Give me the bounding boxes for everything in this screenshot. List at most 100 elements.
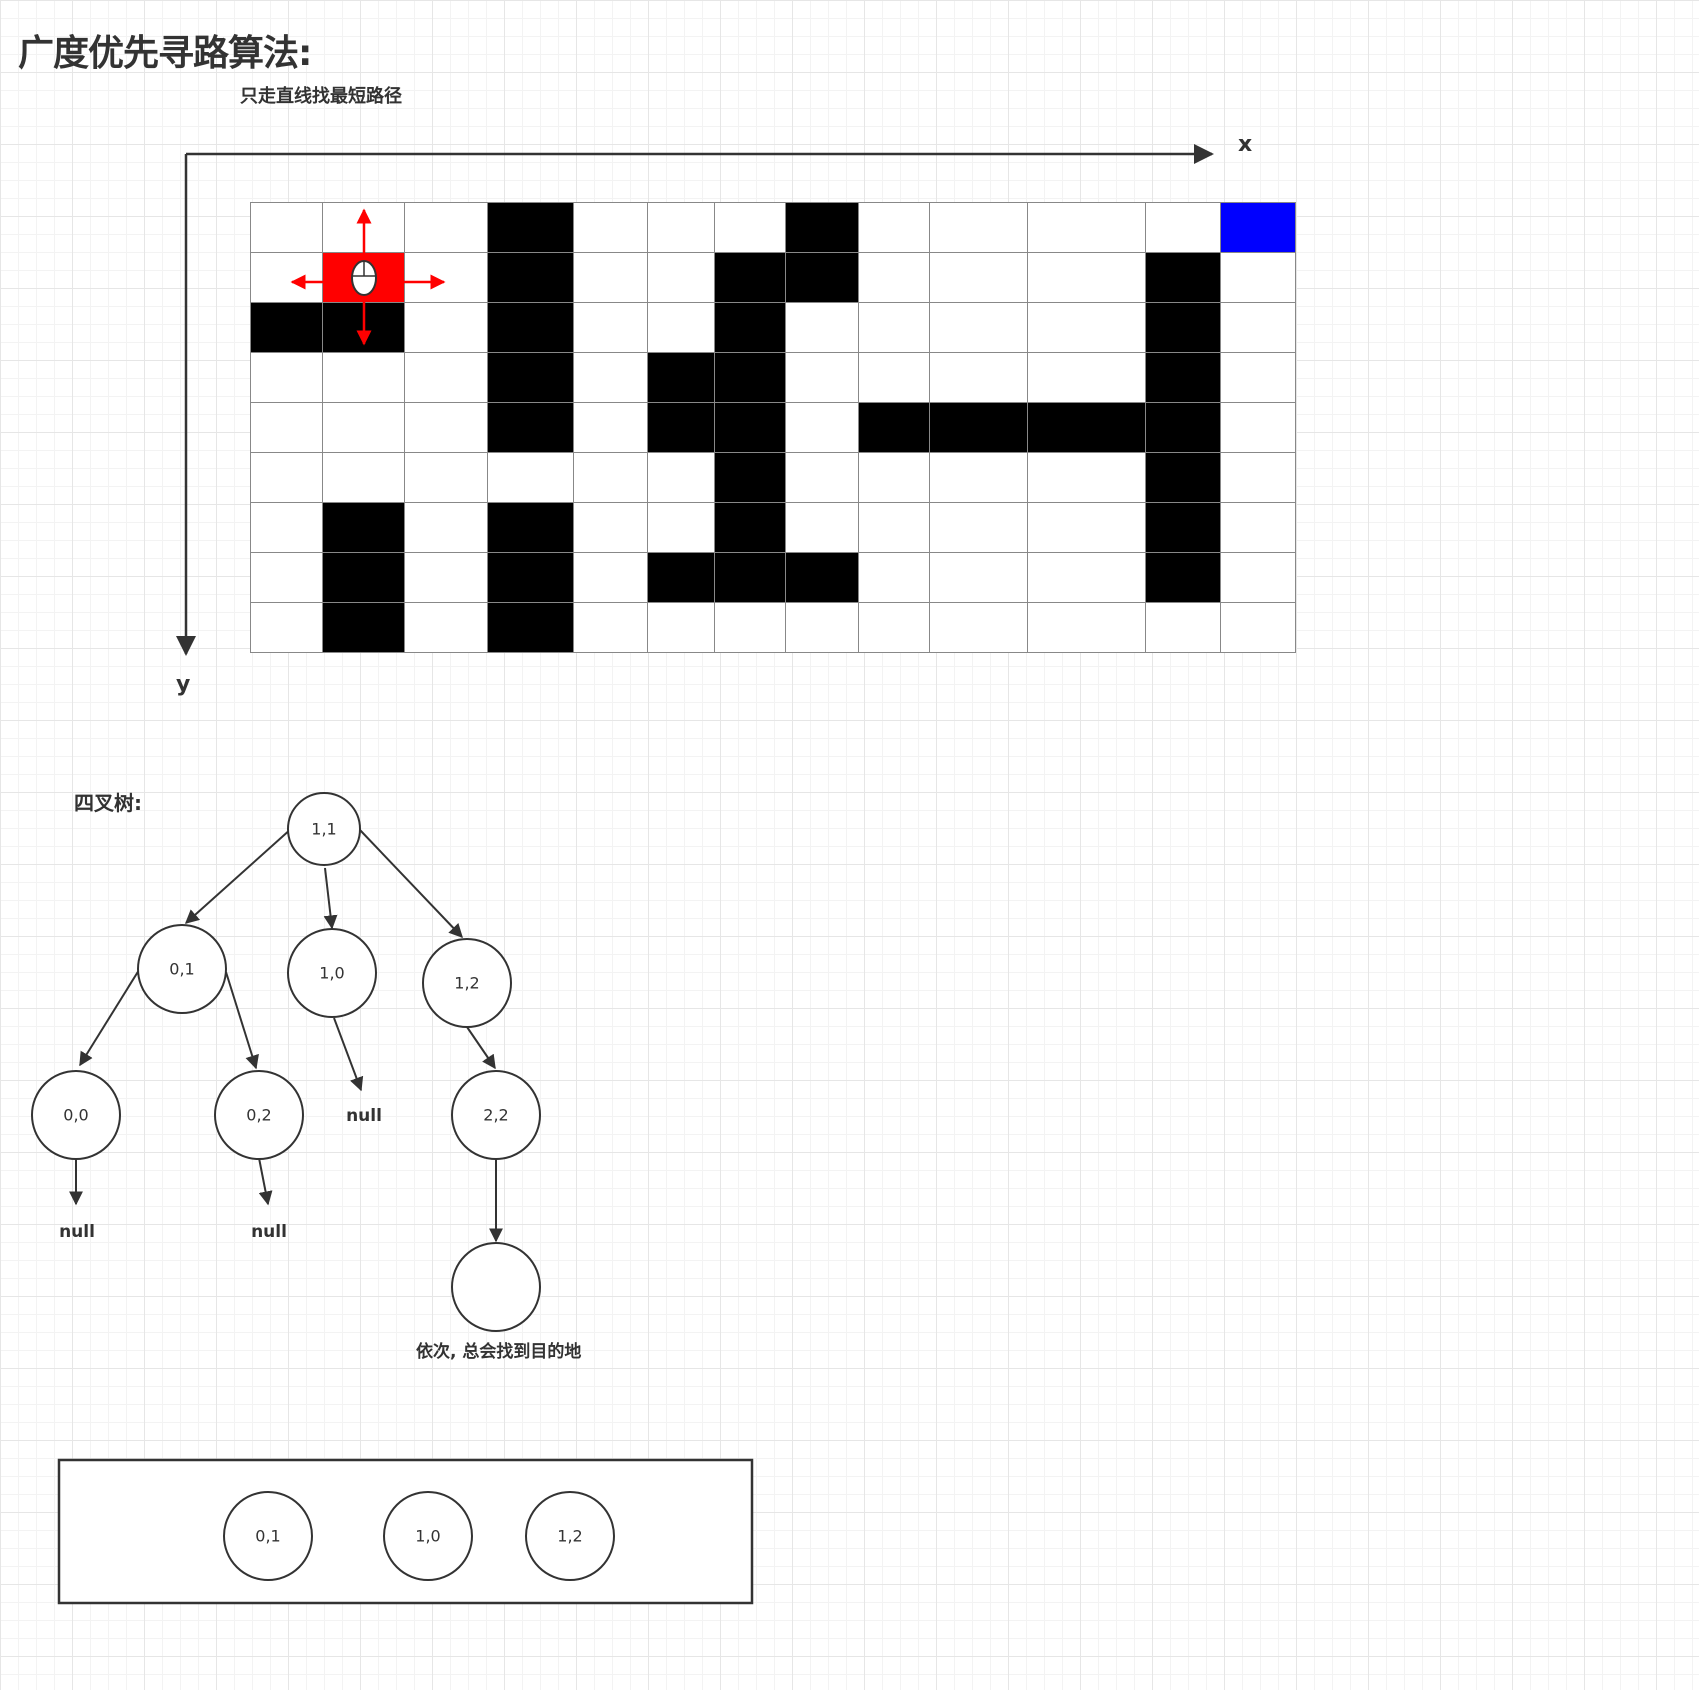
maze-cell-wall xyxy=(487,352,574,403)
maze-cell-open xyxy=(1220,302,1296,353)
maze-cell-open xyxy=(1027,502,1146,553)
maze-cell-open xyxy=(1220,502,1296,553)
maze-cell-open xyxy=(785,352,859,403)
tree-caption: 依次, 总会找到目的地 xyxy=(416,1342,582,1362)
maze-cell-open xyxy=(647,452,715,503)
tree-node-1-2 xyxy=(422,938,512,1028)
maze-row xyxy=(250,352,1296,403)
tree-null-1-0: null xyxy=(346,1106,382,1126)
maze-cell-wall xyxy=(1145,302,1221,353)
maze-cell-open xyxy=(1027,302,1146,353)
maze-cell-wall xyxy=(487,252,574,303)
maze-cell-open xyxy=(858,202,930,253)
maze-cell-open xyxy=(250,602,323,653)
tree-node-root xyxy=(287,792,361,866)
maze-cell-open xyxy=(785,602,859,653)
maze-cell-open xyxy=(1145,602,1221,653)
tree-node-root-label: 1,1 xyxy=(311,820,336,839)
x-axis-label: x xyxy=(1238,132,1253,157)
maze-cell-open xyxy=(785,502,859,553)
maze-cell-open xyxy=(573,352,648,403)
maze-cell-open xyxy=(573,602,648,653)
maze-cell-open xyxy=(404,302,488,353)
tree-node-1-2-label: 1,2 xyxy=(454,974,479,993)
maze-cell-wall xyxy=(714,352,786,403)
maze-cell-open xyxy=(929,202,1028,253)
maze-cell-open xyxy=(250,252,323,303)
maze-cell-wall xyxy=(322,502,405,553)
maze-cell-open xyxy=(573,202,648,253)
maze-cell-open xyxy=(250,452,323,503)
maze-cell-open xyxy=(1027,602,1146,653)
maze-cell-wall xyxy=(647,552,715,603)
maze-row xyxy=(250,452,1296,503)
page-title: 广度优先寻路算法: xyxy=(18,33,312,74)
tree-node-0-1 xyxy=(137,924,227,1014)
maze-row xyxy=(250,252,1296,303)
maze-cell-open xyxy=(404,452,488,503)
maze-row xyxy=(250,302,1296,353)
maze-cell-open xyxy=(250,552,323,603)
queue-item-2-label: 1,2 xyxy=(557,1527,582,1546)
maze-cell-open xyxy=(322,402,405,453)
tree-node-0-0 xyxy=(31,1070,121,1160)
maze-cell-open xyxy=(1220,452,1296,503)
edge-0-1-0-2 xyxy=(225,971,259,1070)
maze-cell-open xyxy=(404,402,488,453)
maze-cell-wall xyxy=(487,202,574,253)
maze-cell-open xyxy=(404,502,488,553)
maze-cell-open xyxy=(929,502,1028,553)
maze-cell-wall xyxy=(1145,502,1221,553)
maze-cell-open xyxy=(1027,202,1146,253)
queue-item-1 xyxy=(383,1491,473,1581)
maze-cell-open xyxy=(1220,602,1296,653)
maze-cell-open xyxy=(1027,552,1146,603)
edge-1-2-2-2 xyxy=(466,1026,496,1070)
maze-cell-open xyxy=(404,602,488,653)
maze-cell-open xyxy=(573,302,648,353)
maze-cell-open xyxy=(1220,352,1296,403)
tree-null-0-0: null xyxy=(59,1222,95,1242)
maze-cell-wall xyxy=(250,302,323,353)
maze-cell-open xyxy=(929,252,1028,303)
maze-cell-open xyxy=(1145,202,1221,253)
tree-node-2-2-label: 2,2 xyxy=(483,1106,508,1125)
maze-cell-wall xyxy=(929,402,1028,453)
queue-item-0 xyxy=(223,1491,313,1581)
maze-cell-open xyxy=(858,602,930,653)
maze-cell-wall xyxy=(487,502,574,553)
maze-cell-open xyxy=(573,502,648,553)
maze-cell-open xyxy=(322,352,405,403)
tree-node-0-2-label: 0,2 xyxy=(246,1106,271,1125)
maze-cell-open xyxy=(858,352,930,403)
mouse-icon xyxy=(351,260,377,296)
edge-1-0-null xyxy=(333,1017,364,1092)
maze-cell-wall xyxy=(858,402,930,453)
maze-cell-open xyxy=(714,202,786,253)
maze-cell-wall xyxy=(322,602,405,653)
edge-0-1-0-0 xyxy=(79,969,140,1067)
maze-cell-open xyxy=(487,452,574,503)
maze-cell-open xyxy=(1220,402,1296,453)
tree-null-0-2: null xyxy=(251,1222,287,1242)
maze-cell-open xyxy=(647,302,715,353)
maze-cell-open xyxy=(647,602,715,653)
maze-cell-open xyxy=(404,352,488,403)
maze-cell-wall xyxy=(1027,402,1146,453)
maze-cell-wall xyxy=(714,552,786,603)
maze-cell-open xyxy=(1027,352,1146,403)
queue-item-0-label: 0,1 xyxy=(255,1527,280,1546)
maze-cell-open xyxy=(858,502,930,553)
maze-cell-open xyxy=(404,552,488,603)
maze-cell-open xyxy=(929,552,1028,603)
maze-cell-open xyxy=(1027,252,1146,303)
maze-cell-wall xyxy=(487,302,574,353)
maze-cell-open xyxy=(785,452,859,503)
maze-cell-open xyxy=(929,602,1028,653)
maze-cell-wall xyxy=(714,252,786,303)
maze-row xyxy=(250,502,1296,553)
maze-cell-wall xyxy=(714,452,786,503)
maze-cell-wall xyxy=(1145,352,1221,403)
